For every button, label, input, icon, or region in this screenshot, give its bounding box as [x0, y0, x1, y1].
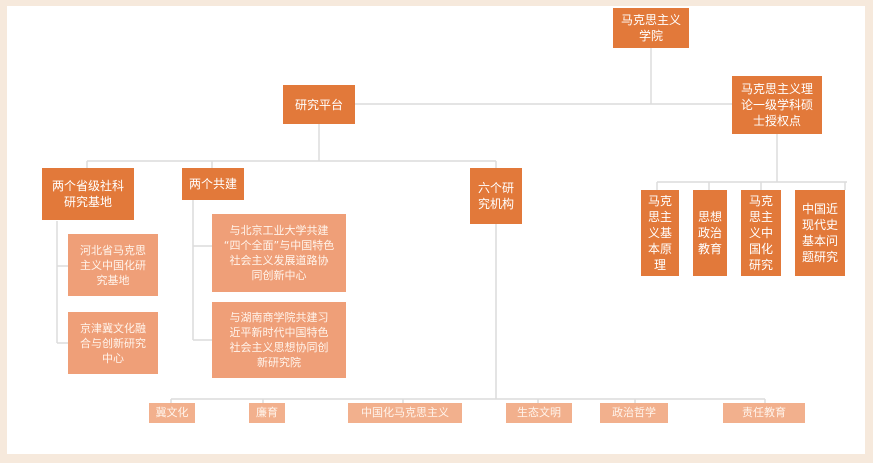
root-node: 马克思主义 学院	[613, 8, 689, 48]
research-platform-node: 研究平台	[283, 85, 355, 124]
co-build-center-2: 与湖南商学院共建习 近平新时代中国特色 社会主义思想协同创 新研究院	[212, 302, 346, 378]
discipline-basic-principles: 马克 思主 义基 本原 理	[641, 190, 679, 276]
co-build-center-1: 与北京工业大学共建 “四个全面”与中国特色 社会主义发展道路协 同创新中心	[212, 214, 346, 292]
institute-responsibility-education: 责任教育	[723, 403, 805, 423]
org-chart: 马克思主义 学院 研究平台 马克思主义理 论一级学科硕 士授权点 两个省级社科 …	[7, 6, 865, 454]
discipline-ideological-education: 思想 政治 教育	[693, 190, 727, 276]
institute-ji-culture: 冀文化	[149, 403, 195, 423]
institute-integrity-education: 廉育	[249, 403, 285, 423]
institute-ecological-civilization: 生态文明	[506, 403, 572, 423]
co-build-node: 两个共建	[182, 168, 244, 200]
degree-point-node: 马克思主义理 论一级学科硕 士授权点	[732, 76, 822, 134]
provincial-base-2: 京津冀文化融 合与创新研究 中心	[68, 312, 158, 374]
discipline-modern-history: 中国近 现代史 基本问 题研究	[795, 190, 845, 276]
institute-sinicized-marxism: 中国化马克思主义	[348, 403, 462, 423]
discipline-sinicization: 马克 思主 义中 国化 研究	[741, 190, 781, 276]
provincial-bases-node: 两个省级社科 研究基地	[42, 168, 134, 220]
six-institutes-node: 六个研 究机构	[470, 168, 522, 224]
connector-lines	[56, 48, 847, 403]
provincial-base-1: 河北省马克思 主义中国化研 究基地	[68, 234, 158, 296]
institute-political-philosophy: 政治哲学	[600, 403, 668, 423]
